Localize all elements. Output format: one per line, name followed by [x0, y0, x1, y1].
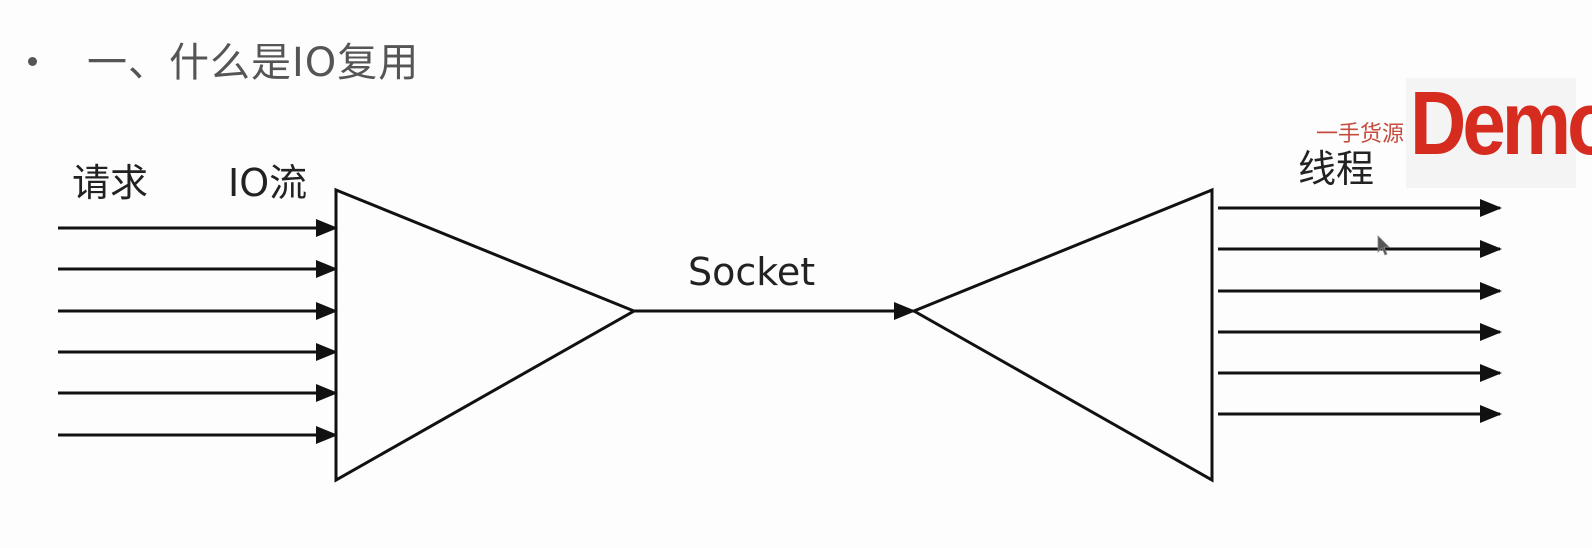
watermark: 一手货源 Demo [1316, 78, 1592, 188]
multiplexer-funnel [334, 187, 638, 483]
input-arrows [58, 219, 338, 444]
io-stream-label: IO流 [228, 161, 308, 205]
watermark-background [1406, 78, 1576, 188]
request-label: 请求 [72, 161, 149, 205]
output-arrows [1218, 199, 1502, 423]
watermark-small-text: 一手货源 [1316, 122, 1405, 147]
slide-title: 一、什么是IO复用 [87, 40, 420, 86]
mouse-cursor-icon [1377, 235, 1390, 256]
thread-label: 线程 [1298, 147, 1375, 191]
watermark-logo: Demo [1410, 72, 1592, 174]
demultiplexer-funnel [910, 187, 1214, 483]
bullet-icon [28, 56, 37, 66]
socket-label: Socket [688, 250, 816, 294]
title-row: 一、什么是IO复用 [28, 30, 419, 88]
